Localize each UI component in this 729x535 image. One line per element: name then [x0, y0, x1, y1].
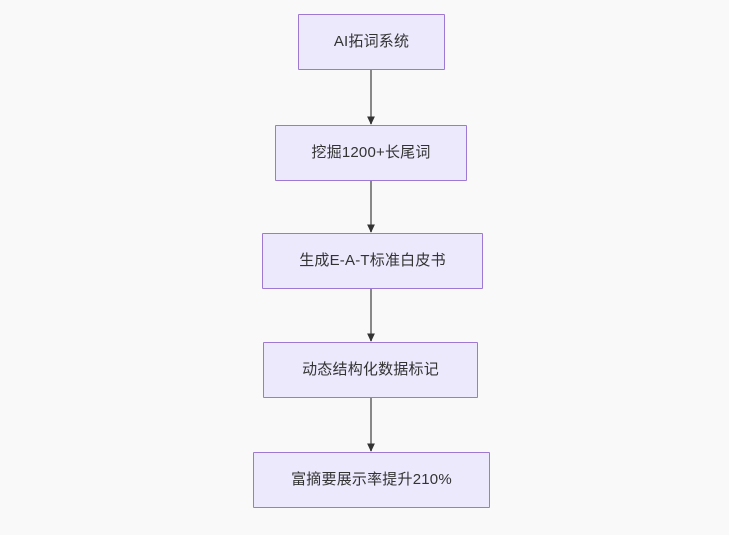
flow-node-dynamic-structured-data-markup[interactable]: 动态结构化数据标记	[263, 342, 478, 398]
flow-node-label: 挖掘1200+长尾词	[311, 144, 431, 161]
flow-node-label: 生成E-A-T标准白皮书	[299, 252, 446, 269]
flow-node-generate-eat-whitepaper[interactable]: 生成E-A-T标准白皮书	[262, 233, 483, 289]
flow-node-rich-snippet-impression-lift[interactable]: 富摘要展示率提升210%	[253, 452, 490, 508]
flow-node-ai-keyword-system[interactable]: AI拓词系统	[298, 14, 445, 70]
flow-node-mine-longtail-keywords[interactable]: 挖掘1200+长尾词	[275, 125, 467, 181]
flow-node-label: AI拓词系统	[333, 33, 410, 50]
flow-node-label: 富摘要展示率提升210%	[291, 471, 452, 488]
flow-node-label: 动态结构化数据标记	[302, 361, 439, 378]
